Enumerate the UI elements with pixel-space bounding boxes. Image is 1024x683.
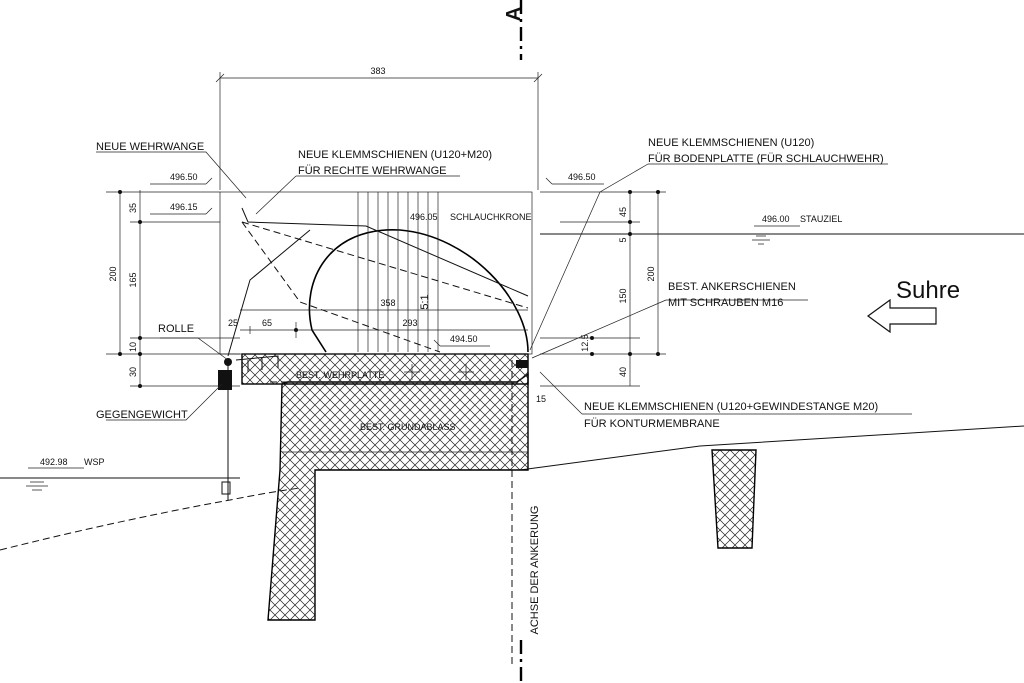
label-wehrplatte: BEST. WEHRPLATTE — [296, 370, 384, 380]
dimension-383-label: 383 — [370, 66, 385, 76]
label-schlauchkrone: SCHLAUCHKRONE — [450, 212, 532, 222]
right-dim-150: 150 — [618, 288, 628, 303]
concrete-foundation — [267, 372, 529, 621]
level-stauziel: 496.00 — [762, 214, 790, 224]
terrain-lines — [0, 233, 1024, 551]
label-stauziel: STAUZIEL — [800, 214, 842, 224]
right-dim-12-5: 12.5 — [580, 334, 590, 352]
right-dim-15: 15 — [536, 394, 546, 404]
label-kontur-2: FÜR KONTURMEMBRANE — [584, 418, 720, 430]
inflatable-membrane — [227, 207, 529, 357]
right-dimension-chain — [540, 190, 666, 387]
level-flags — [26, 177, 800, 491]
flow-arrow-icon — [866, 298, 937, 334]
label-grundablass: BEST. GRUNDABLASS — [360, 422, 456, 432]
left-dim-200: 200 — [108, 266, 118, 281]
right-dim-5: 5 — [618, 237, 628, 242]
label-gegengewicht: GEGENGEWICHT — [96, 409, 188, 421]
label-kontur-1: NEUE KLEMMSCHIENEN (U120+GEWINDESTANGE M… — [584, 401, 878, 413]
slope-label: 5:1 — [419, 294, 431, 309]
clamp-rail-lines — [357, 192, 439, 352]
weir-wall-frame — [219, 191, 533, 355]
left-dimension-chain — [106, 190, 240, 388]
leader-lines — [96, 151, 912, 421]
anchor-marks — [404, 360, 528, 380]
right-dim-45: 45 — [618, 207, 628, 217]
label-rolle: ROLLE — [158, 323, 194, 335]
section-axis-line — [511, 0, 523, 683]
label-anker-1: BEST. ANKERSCHIENEN — [668, 281, 796, 293]
label-klemm-boden-1: NEUE KLEMMSCHIENEN (U120) — [648, 137, 814, 149]
flow-label-suhre: Suhre — [896, 277, 960, 304]
level-wsp: 492.98 — [40, 457, 68, 467]
left-dim-30: 30 — [128, 367, 138, 377]
level-plate: 494.50 — [450, 334, 478, 344]
label-achse-der-ankerung: ACHSE DER ANKERUNG — [529, 506, 541, 635]
left-dim-165: 165 — [128, 272, 138, 287]
right-dim-200: 200 — [646, 266, 656, 281]
section-marker: A — [503, 7, 525, 21]
dim-358: 358 — [380, 298, 395, 308]
left-dim-35: 35 — [128, 203, 138, 213]
counterweight-assembly — [218, 355, 279, 500]
dimension-383 — [215, 72, 543, 190]
label-anker-2: MIT SCHRAUBEN M16 — [668, 297, 783, 309]
dim-293: 293 — [402, 318, 417, 328]
dim-25: 25 — [228, 318, 238, 328]
label-klemm-rechte-2: FÜR RECHTE WEHRWANGE — [298, 165, 447, 177]
wehrplatte-slab — [241, 353, 529, 385]
pier-block — [711, 449, 757, 549]
level-top-left: 496.50 — [170, 172, 198, 182]
dim-65: 65 — [262, 318, 272, 328]
label-klemm-boden-2: FÜR BODENPLATTE (FÜR SCHLAUCHWEHR) — [648, 153, 884, 165]
level-top-right: 496.50 — [568, 172, 596, 182]
right-dim-40: 40 — [618, 367, 628, 377]
internal-dimensions — [240, 309, 528, 338]
label-klemm-rechte-1: NEUE KLEMMSCHIENEN (U120+M20) — [298, 149, 492, 161]
label-neue-wehrwange: NEUE WEHRWANGE — [96, 141, 204, 153]
left-dim-10: 10 — [128, 342, 138, 352]
label-wsp: WSP — [84, 457, 105, 467]
level-krone: 496.05 — [410, 212, 438, 222]
level-left-inner: 496.15 — [170, 202, 198, 212]
